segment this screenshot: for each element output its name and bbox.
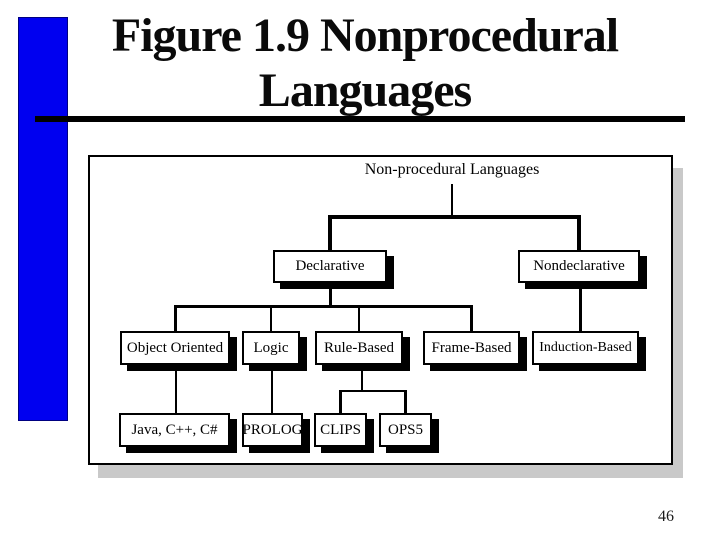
connector-declarative-vertical (329, 283, 332, 308)
connector-prolog-vertical (271, 365, 273, 413)
node-declarative: Declarative (273, 250, 387, 283)
slide-title: Figure 1.9 Nonprocedural Languages (60, 8, 670, 118)
node-java-cpp-csharp-label: Java, C++, C# (131, 421, 218, 438)
connector-rule-based-vertical (361, 365, 363, 391)
node-rule-based: Rule-Based (315, 331, 403, 365)
node-nondeclarative: Nondeclarative (518, 250, 640, 283)
connector-nondeclarative-drop (577, 215, 581, 250)
connector-frame-based-drop (470, 305, 473, 331)
node-object-oriented-label: Object Oriented (126, 339, 224, 356)
node-prolog-label: PROLOG (242, 421, 303, 438)
figure-panel: Non-procedural Languages Declarative Non… (88, 155, 673, 465)
connector-level2-bracket (174, 305, 473, 308)
connector-declarative-drop (328, 215, 332, 250)
slide-title-line2: Languages (258, 64, 472, 117)
connector-induction-based-vertical (579, 283, 582, 331)
node-rule-based-label: Rule-Based (324, 339, 394, 356)
connector-root-vertical (451, 184, 453, 215)
node-frame-based: Frame-Based (423, 331, 520, 365)
connector-clips-drop (339, 390, 342, 413)
connector-rule-based-drop (358, 305, 360, 331)
page-number: 46 (658, 508, 674, 525)
connector-object-oriented-drop (174, 305, 177, 331)
accent-bar (18, 17, 68, 421)
slide-title-line1: Figure 1.9 Nonprocedural (111, 9, 619, 62)
node-induction-based-label: Induction-Based (539, 340, 632, 355)
node-nondeclarative-label: Nondeclarative (533, 258, 625, 274)
connector-logic-drop (270, 305, 272, 331)
title-underline (35, 116, 685, 122)
connector-level1-bracket (328, 215, 581, 219)
node-prolog: PROLOG (242, 413, 303, 447)
node-ops5-label: OPS5 (387, 421, 424, 438)
node-declarative-label: Declarative (295, 258, 365, 274)
node-logic-label: Logic (253, 339, 289, 356)
node-logic: Logic (242, 331, 300, 365)
connector-java-vertical (175, 365, 177, 413)
node-root-label: Non-procedural Languages (364, 161, 540, 178)
connector-level3-bracket (339, 390, 407, 392)
node-clips: CLIPS (314, 413, 367, 447)
connector-ops5-drop (404, 390, 407, 413)
node-induction-based: Induction-Based (532, 331, 639, 365)
node-object-oriented: Object Oriented (120, 331, 230, 365)
node-java-cpp-csharp: Java, C++, C# (119, 413, 230, 447)
node-clips-label: CLIPS (320, 421, 361, 438)
node-frame-based-label: Frame-Based (431, 339, 512, 356)
node-ops5: OPS5 (379, 413, 432, 447)
